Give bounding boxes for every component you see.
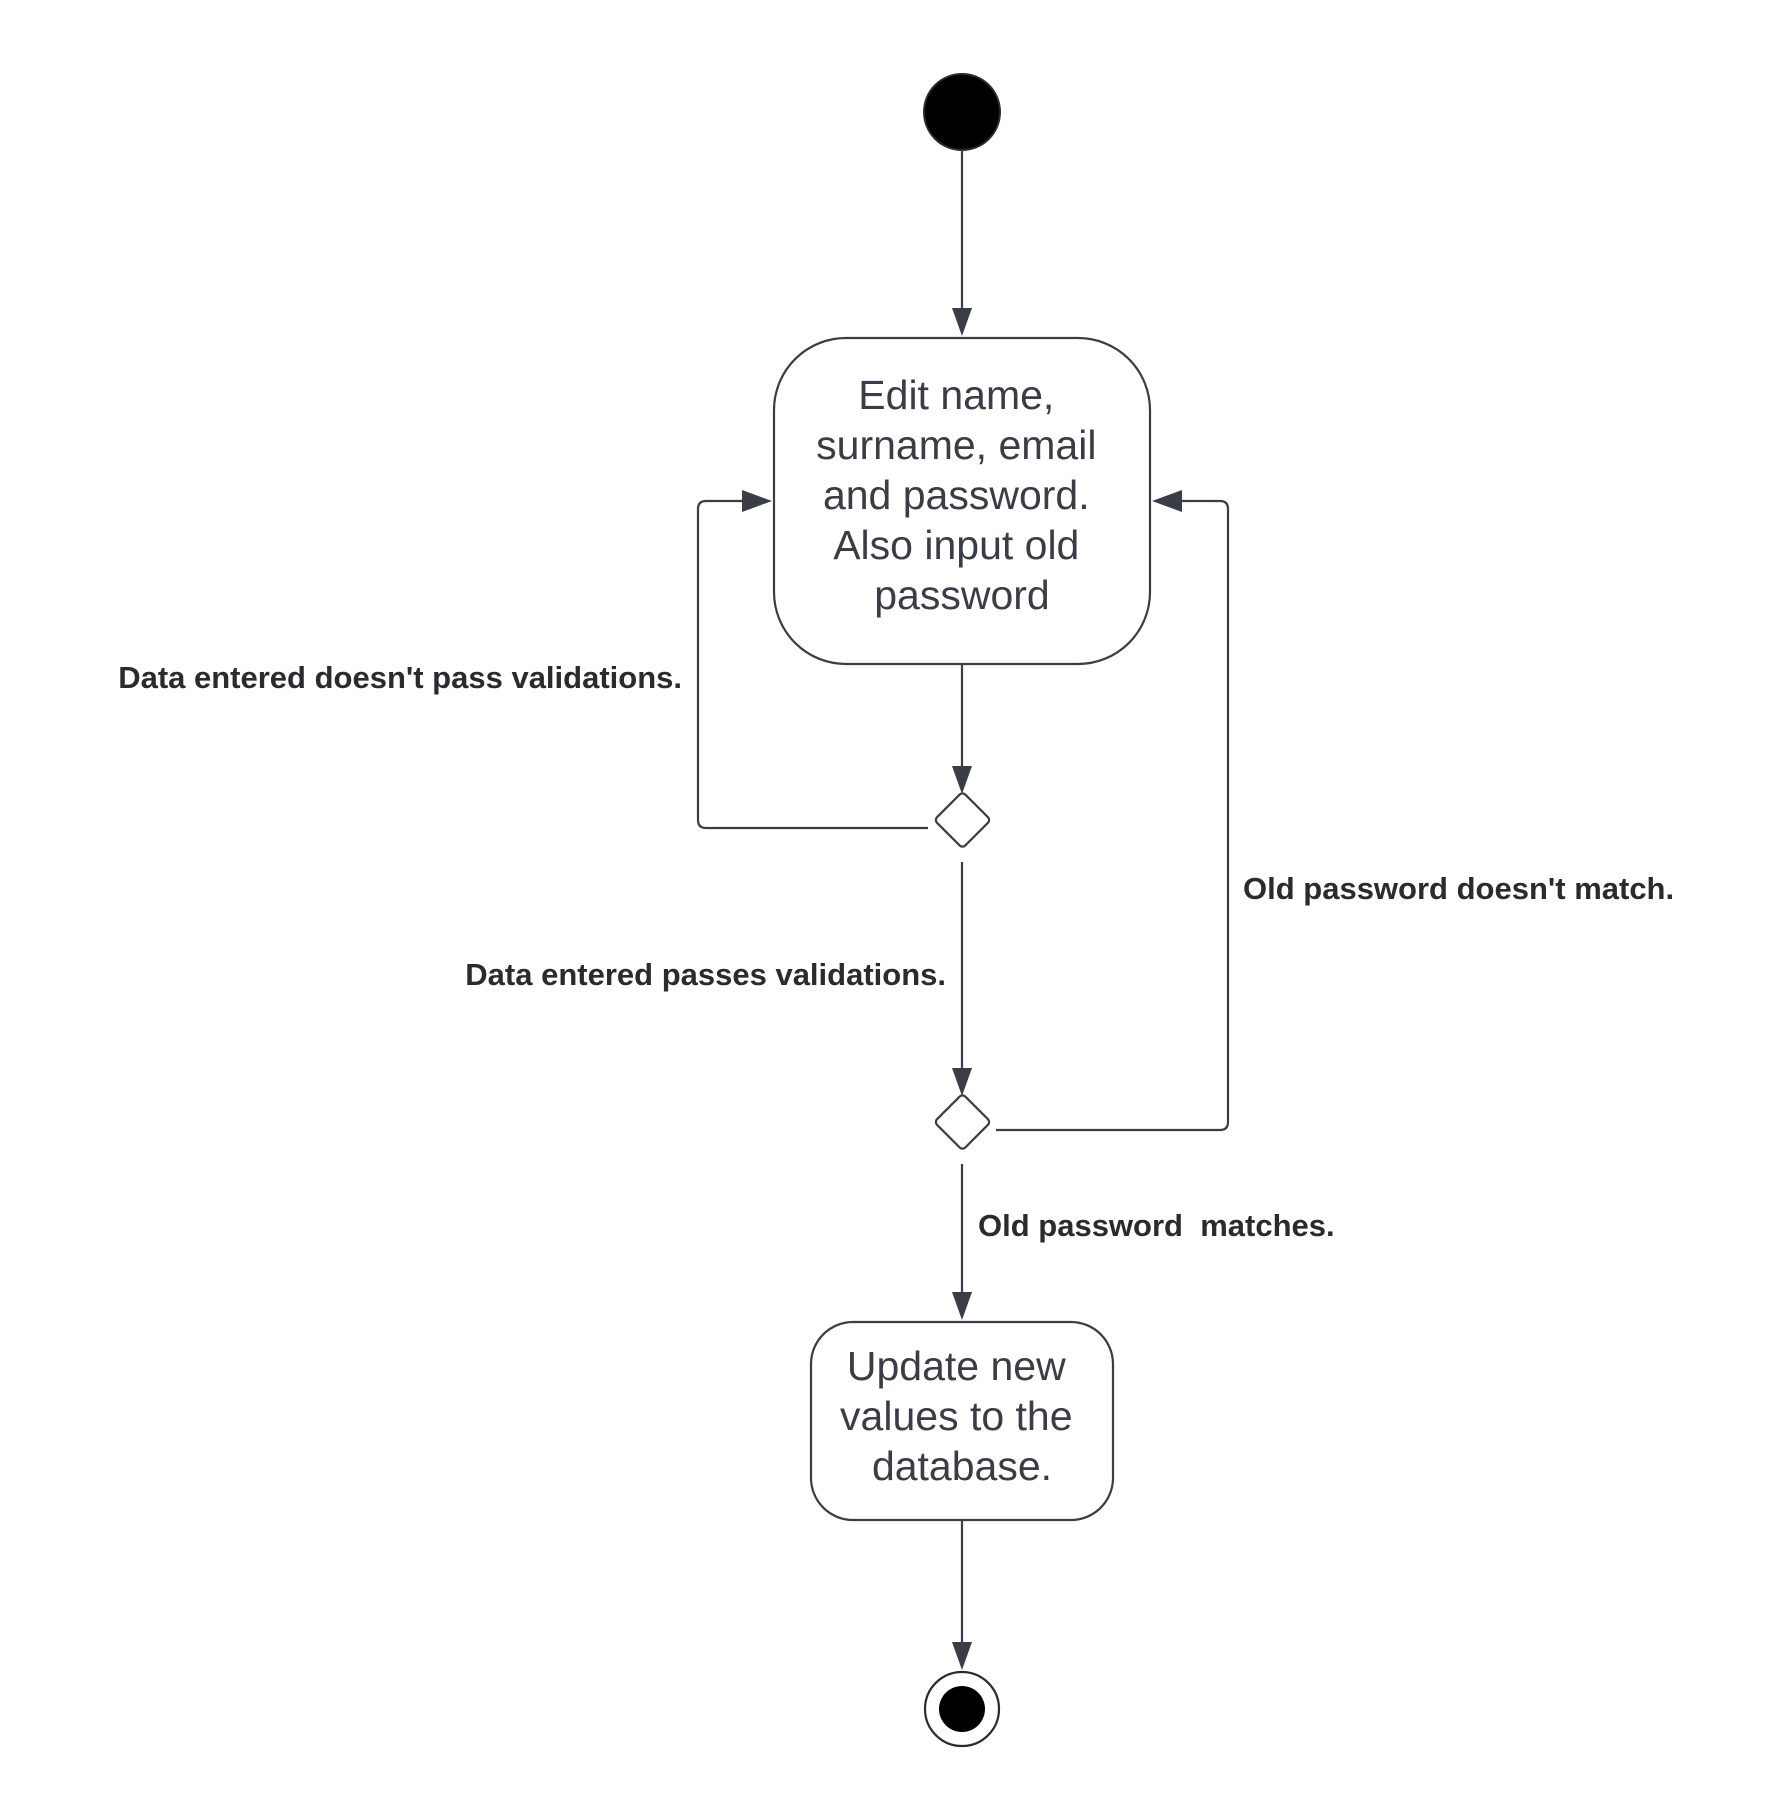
arrowhead-final	[952, 1642, 972, 1670]
edit-activity-line-1: Edit name,	[858, 372, 1054, 418]
edge-password-mismatch-loop	[996, 499, 1230, 1132]
edit-activity-line-5: password	[874, 572, 1049, 618]
initial-node	[923, 73, 1001, 151]
arrowhead-edit-right	[1152, 490, 1182, 512]
update-activity-line-3: database.	[872, 1443, 1052, 1489]
edit-activity-line-3: and password.	[823, 472, 1090, 518]
edit-activity-line-4: Also input old	[833, 522, 1079, 568]
edit-activity-line-2: surname, email	[816, 422, 1096, 468]
update-activity-line-2: values to the	[840, 1393, 1073, 1439]
label-password-match: Old password matches.	[978, 1208, 1335, 1243]
label-validation-fail: Data entered doesn't pass validations.	[118, 660, 682, 695]
update-activity-line-1: Update new	[847, 1343, 1066, 1389]
decision-node-validation	[934, 792, 991, 848]
decision-node-password	[934, 1094, 991, 1150]
edge-validation-fail-loop	[696, 499, 928, 830]
arrowhead-edit-top	[952, 308, 972, 336]
final-node-inner	[939, 1686, 985, 1732]
arrowhead-decision-2	[952, 1068, 972, 1096]
arrowhead-edit-left	[742, 490, 772, 512]
edit-activity-text: Edit name, surname, email and password. …	[816, 372, 1108, 618]
arrowhead-decision-1	[952, 766, 972, 794]
label-password-mismatch: Old password doesn't match.	[1243, 871, 1674, 906]
update-activity-text: Update new values to the database.	[840, 1343, 1084, 1489]
arrowhead-update-top	[952, 1292, 972, 1320]
label-validation-pass: Data entered passes validations.	[465, 957, 946, 992]
